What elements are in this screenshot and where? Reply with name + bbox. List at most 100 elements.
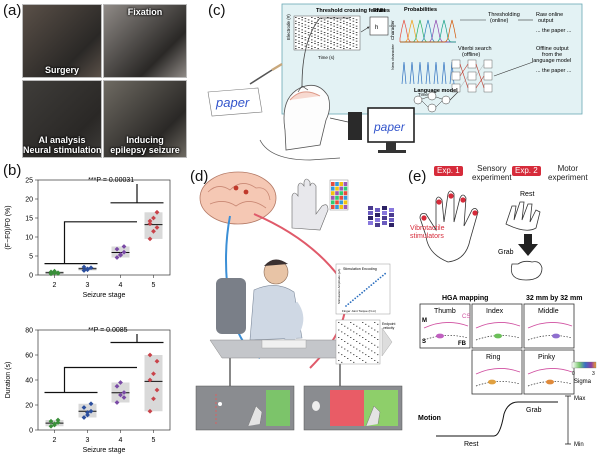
sensor-cube bbox=[368, 206, 373, 210]
raster-mark bbox=[343, 17, 345, 18]
new-character-peak bbox=[409, 61, 415, 85]
raster-mark bbox=[355, 22, 358, 23]
raster-mark bbox=[343, 27, 345, 28]
stimulation-point bbox=[384, 272, 386, 275]
raster-mark bbox=[320, 37, 323, 38]
raster-mark bbox=[352, 37, 355, 38]
raster-mark bbox=[317, 48, 319, 50]
language-model-graph bbox=[413, 91, 451, 113]
raster-mark bbox=[320, 30, 323, 32]
raster-mark bbox=[346, 18, 348, 20]
stimulation-plot-xlabel: Finger Joint Torque (N·m) bbox=[342, 309, 376, 313]
raster-mark bbox=[323, 47, 326, 48]
sensor-cube bbox=[389, 218, 394, 222]
threshold-title: Threshold crossing features bbox=[316, 8, 390, 14]
viterbi-trellis bbox=[451, 59, 493, 93]
new-character-peak bbox=[417, 61, 423, 85]
raster-mark bbox=[365, 339, 367, 340]
raster-mark bbox=[356, 325, 358, 327]
y-axis-label: (F−F0)/F0 (%) bbox=[5, 205, 12, 249]
fb-line bbox=[527, 381, 573, 387]
down-arrow-icon bbox=[518, 234, 538, 256]
raster-mark bbox=[317, 35, 319, 37]
x-tick-label: 3 bbox=[86, 282, 90, 289]
probabilities-title: Probabilities bbox=[404, 7, 437, 13]
raster-mark bbox=[353, 346, 355, 348]
offline-output-line1: Offline output bbox=[536, 46, 569, 52]
sensor-cell bbox=[331, 195, 335, 200]
viterbi-label-line2: (offline) bbox=[462, 52, 480, 58]
sensor-cell bbox=[339, 186, 343, 191]
stimulation-point bbox=[365, 288, 368, 290]
raster-mark bbox=[304, 18, 307, 20]
colorbar-title: Sigma bbox=[574, 379, 592, 385]
raster-mark bbox=[349, 29, 351, 31]
raster-mark bbox=[356, 356, 358, 357]
language-model-title: Language model bbox=[414, 88, 458, 94]
stimulation-point bbox=[349, 301, 352, 304]
chart-frame bbox=[37, 179, 171, 276]
panel-d-label: (d) bbox=[190, 168, 209, 185]
endpoint-velocity-line1: Endpoint bbox=[382, 322, 395, 326]
data-point bbox=[151, 215, 156, 221]
photo-1: Fixation bbox=[103, 4, 187, 78]
vibrotactile-label-line2: stimulators bbox=[410, 233, 444, 240]
raster-mark bbox=[320, 33, 323, 35]
raster-mark bbox=[371, 342, 373, 344]
raster-mark bbox=[336, 33, 339, 35]
raster-mark bbox=[347, 350, 349, 352]
raster-mark bbox=[347, 358, 349, 359]
hga-map-title: Pinky bbox=[538, 354, 556, 361]
raster-mark bbox=[336, 18, 339, 20]
raster-mark bbox=[314, 43, 316, 45]
raster-mark bbox=[377, 346, 379, 348]
sig-bracket-high bbox=[110, 184, 164, 204]
raster-mark bbox=[314, 47, 316, 48]
raster-mark bbox=[301, 38, 303, 40]
motion-rest-label: Rest bbox=[464, 441, 478, 448]
data-point bbox=[52, 268, 57, 274]
raster-mark bbox=[307, 47, 310, 48]
raster-mark bbox=[343, 23, 345, 25]
sensor-cell bbox=[335, 205, 339, 209]
sensor-cell bbox=[339, 195, 343, 200]
data-point bbox=[85, 267, 90, 273]
probability-trace bbox=[400, 19, 457, 43]
raster-mark bbox=[323, 22, 326, 23]
raster-mark bbox=[320, 39, 323, 41]
stimulation-plot-title: Stimulation Encoding bbox=[343, 267, 377, 271]
new-character-axis-label: New character bbox=[390, 44, 395, 70]
raster-mark bbox=[317, 23, 319, 25]
map-label-s: S bbox=[422, 339, 426, 345]
raster-mark bbox=[349, 32, 351, 33]
raster-mark bbox=[341, 339, 343, 340]
photo-caption-1: Fixation bbox=[127, 7, 163, 17]
raster-mark bbox=[374, 329, 376, 331]
raster-mark bbox=[298, 37, 300, 38]
raster-mark bbox=[346, 24, 348, 26]
handwriting-text: paper bbox=[215, 95, 250, 110]
raster-mark bbox=[343, 45, 345, 47]
raster-mark bbox=[349, 17, 351, 18]
raster-mark bbox=[323, 34, 326, 36]
hga-map-frame bbox=[419, 303, 471, 349]
thresholding-label-line1: Thresholding bbox=[488, 12, 520, 18]
raster-mark bbox=[336, 43, 339, 45]
task-panel-right bbox=[303, 385, 403, 431]
activation-blob bbox=[546, 379, 554, 385]
stimulation-point bbox=[363, 289, 366, 292]
raster-mark bbox=[295, 35, 297, 37]
raw-output-label-line2: output bbox=[538, 18, 554, 24]
sensor-cube bbox=[382, 221, 387, 225]
raster-mark bbox=[343, 42, 345, 43]
photo-3: Inducing epilepsy seizure bbox=[103, 80, 187, 158]
raster-mark bbox=[359, 327, 361, 329]
raster-mark bbox=[341, 361, 343, 363]
central-sulcus-line bbox=[475, 368, 521, 375]
offline-output-line3: language model bbox=[532, 58, 571, 64]
raster-mark bbox=[327, 42, 329, 43]
raster-mark bbox=[365, 361, 367, 363]
raster-mark bbox=[355, 44, 358, 46]
raster-mark bbox=[301, 44, 303, 46]
